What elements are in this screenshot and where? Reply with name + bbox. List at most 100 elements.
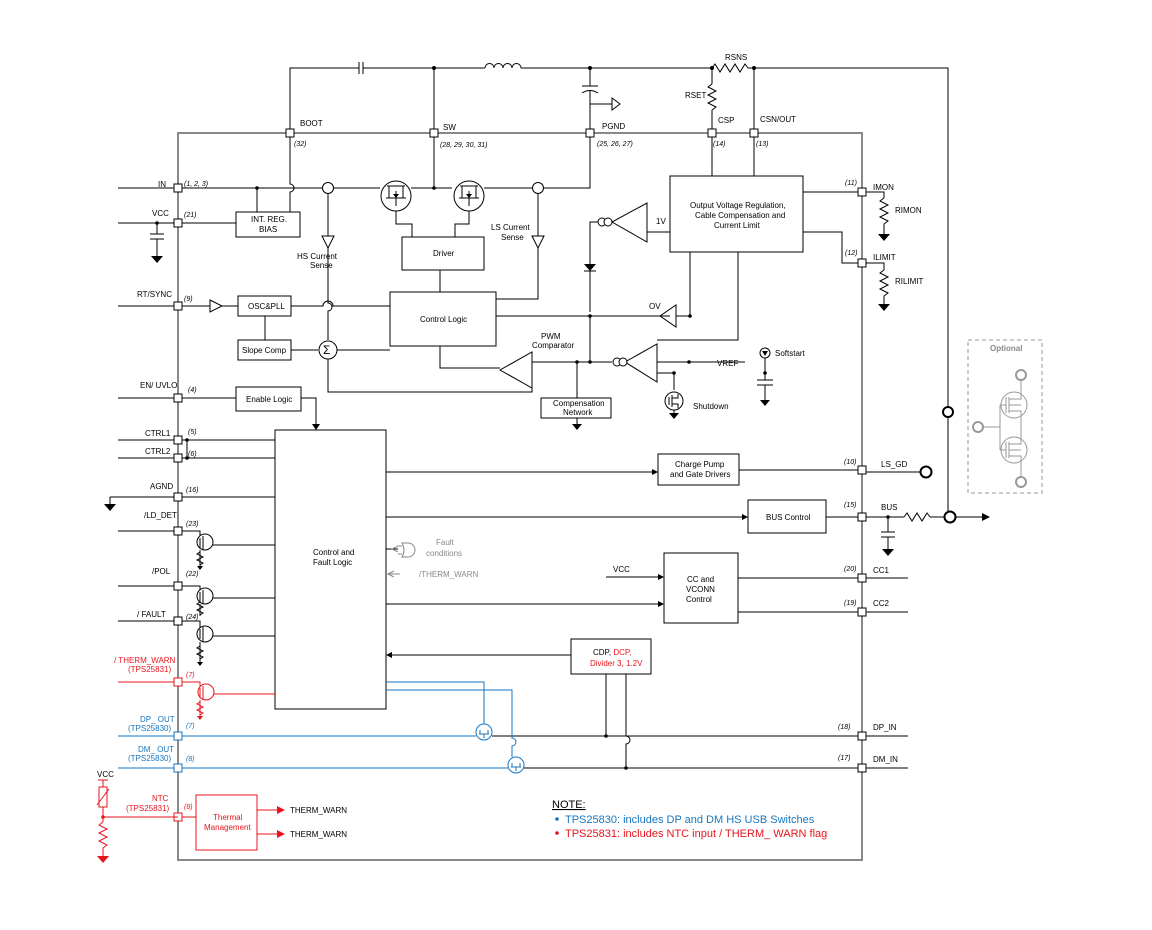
cdp-dcp-block: [570, 638, 652, 675]
fault-resistor-icon: [195, 645, 205, 660]
note-line-2: TPS25831: includes NTC input / THERM_ WA…: [565, 828, 827, 840]
ls-sense-label-1: LS Current: [491, 223, 530, 232]
dmout-pin-label: DM_ OUT: [138, 745, 174, 754]
ntc-pin-label: NTC: [152, 794, 169, 803]
rset-label: RSET: [685, 91, 706, 100]
lddet-fet-icon: [196, 533, 214, 551]
cc-label-2: VCONN: [686, 585, 715, 594]
intreg-label-1: INT. REG.: [251, 215, 287, 224]
ctrl1-pin-number: (5): [188, 429, 197, 436]
thermal-management-block: [195, 794, 258, 851]
rset-resistor-icon: [706, 83, 718, 111]
csp-pin-label: CSP: [718, 116, 734, 125]
bus-pin-label: BUS: [881, 503, 897, 512]
dpin-pin-label: DP_IN: [873, 723, 897, 732]
imon-pin-label: IMON: [873, 183, 894, 192]
driver-label: Driver: [433, 249, 455, 258]
cc2-pin-label: CC2: [873, 599, 890, 608]
rimon-label: RIMON: [895, 206, 922, 215]
vcc-pin-label: VCC: [152, 209, 169, 218]
dmout-pin-number: (8): [186, 756, 195, 763]
sw-pin-label: SW: [443, 123, 456, 132]
thermal-label-2: Management: [204, 823, 251, 832]
control-logic-block: [389, 291, 497, 347]
top-pins: BOOT (32) SW (28, 29, 30, 31) PGND (25, …: [285, 115, 796, 149]
rsns-label: RSNS: [725, 53, 747, 62]
thermal-section: Thermal Management THERM_WARN THERM_WARN: [182, 794, 347, 851]
slope-label: Slope Comp: [242, 346, 287, 355]
cc2-pin-number: (19): [844, 600, 856, 607]
ctrl1-pin-label: CTRL1: [145, 429, 171, 438]
vcc-pin-number: (21): [184, 212, 196, 219]
ovr-label-2: Cable Compensation and: [695, 211, 785, 220]
cc1-pin-number: (20): [844, 566, 856, 573]
top-external-network: RSNS RSET: [289, 53, 949, 420]
ls-sense-node: [532, 182, 544, 194]
rilimit-label: RILIMIT: [895, 277, 924, 286]
lsgd-pin-label: LS_GD: [881, 460, 907, 469]
in-pin-number: (1, 2, 3): [184, 181, 208, 188]
control-fault-logic-block: [274, 429, 387, 710]
ground-icon: [611, 97, 621, 111]
boot-pin-number: (32): [294, 141, 306, 148]
charge-pump-label-2: and Gate Drivers: [670, 470, 730, 479]
cfl-label-1: Control and: [313, 548, 354, 557]
cc-label-1: CC and: [687, 575, 714, 584]
fault-conditions-label-1: Fault: [436, 538, 455, 547]
boot-pin-label: BOOT: [300, 119, 323, 128]
in-pin-label: IN: [158, 180, 166, 189]
dpout-pin-sub: (TPS25830): [128, 724, 171, 733]
thermwarn-fet-icon: [197, 683, 215, 701]
dpout-pin-number: (7): [186, 723, 195, 730]
optional-section: Optional: [967, 339, 1043, 494]
agnd-ground-icon: [104, 504, 116, 511]
dpin-pin-number: (18): [838, 724, 850, 731]
pol-pin-number: (22): [186, 571, 198, 578]
cc-label-3: Control: [686, 595, 712, 604]
cc-vcc-label: VCC: [613, 565, 630, 574]
inductor-icon: [484, 63, 522, 69]
fault-fet-icon: [196, 625, 214, 643]
lddet-pin-number: (23): [186, 521, 198, 528]
right-pins-upper: (11) IMON RIMON (12) ILIMIT RILIMIT: [845, 180, 924, 311]
cfl-label-2: Fault Logic: [313, 558, 352, 567]
svg-text:Σ: Σ: [323, 343, 330, 357]
ovr-block: [669, 175, 804, 253]
rsns-resistor-icon: [711, 63, 749, 73]
lsgd-terminal-icon: [919, 465, 933, 479]
bus-pin-number: (15): [844, 502, 856, 509]
ovr-label-1: Output Voltage Regulation,: [690, 201, 786, 210]
intreg-label-2: BIAS: [259, 225, 277, 234]
en-pin-number: (4): [188, 387, 197, 394]
control-logic-label: Control Logic: [420, 315, 467, 324]
thermwarn-pin-label: / THERM_WARN: [114, 656, 176, 665]
compensation-network-block: [540, 397, 612, 419]
pwm-label-2: Comparator: [532, 341, 575, 350]
int-reg-block: [235, 211, 301, 238]
optional-box: [967, 339, 1043, 494]
cdp-label-1: CDP, DCP,: [593, 648, 631, 657]
right-blocks: Charge Pump and Gate Drivers (10) LS_GD …: [492, 406, 990, 773]
ctrl2-pin-number: (6): [188, 451, 197, 458]
softstart-label: Softstart: [775, 349, 806, 358]
rtsync-pin-number: (9): [184, 296, 193, 303]
thermwarn-pin-number: (7): [186, 672, 195, 679]
rtsync-pin-label: RT/SYNC: [137, 290, 172, 299]
thermal-label-1: Thermal: [213, 813, 243, 822]
charge-pump-label-1: Charge Pump: [675, 460, 725, 469]
pwm-label-1: PWM: [541, 332, 561, 341]
bus-control-label: BUS Control: [766, 513, 811, 522]
note-line-1: TPS25830: includes DP and DM HS USB Swit…: [565, 814, 815, 826]
csp-pin-number: (14): [713, 141, 725, 148]
ntc-pin-sub: (TPS25831): [126, 804, 169, 813]
control-section: OSC&PLL Slope Comp Σ Control Logic PWM C…: [182, 291, 670, 430]
fault-conditions-label-2: conditions: [426, 549, 462, 558]
therm-warn-input-label: /THERM_WARN: [419, 570, 478, 579]
optional-label: Optional: [990, 344, 1022, 353]
cdp-label-2: Divider 3, 1.2V: [590, 659, 643, 668]
therm-warn-out-2: THERM_WARN: [290, 830, 347, 839]
lddet-resistor-icon: [195, 551, 205, 566]
comp-net-label-1: Compensation: [553, 399, 605, 408]
ls-sense-label-2: Sense: [501, 233, 524, 242]
